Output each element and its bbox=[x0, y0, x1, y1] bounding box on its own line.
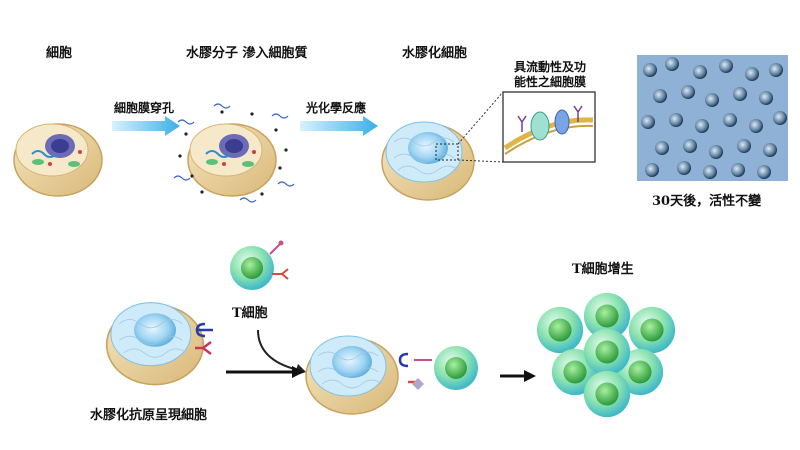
micrograph-cell bbox=[749, 119, 763, 133]
micrograph-cell bbox=[769, 63, 783, 77]
micrograph-cell bbox=[681, 85, 695, 99]
micrograph-cell bbox=[655, 141, 669, 155]
micrograph-cell bbox=[695, 119, 709, 133]
micrograph-cell bbox=[757, 165, 771, 179]
micrograph-cell bbox=[763, 143, 777, 157]
micrograph-cell bbox=[643, 63, 657, 77]
micrograph-cell bbox=[693, 65, 707, 79]
micrograph-cell bbox=[653, 89, 667, 103]
micrograph-cell bbox=[733, 87, 747, 101]
label-t-cell-proliferation: T細胞增生 bbox=[572, 262, 634, 277]
micrograph-cell bbox=[677, 161, 691, 175]
micrograph-cell bbox=[705, 93, 719, 107]
t-cell-cluster bbox=[536, 292, 676, 418]
label-functional-membrane-line2: 能性之細胞膜 bbox=[513, 75, 586, 89]
arrow-bottom-2 bbox=[500, 370, 536, 382]
micrograph-cell bbox=[737, 139, 751, 153]
t-cell-single bbox=[230, 240, 289, 290]
micrograph-cell bbox=[723, 113, 737, 127]
apc-tcell-complex bbox=[305, 335, 478, 415]
micrograph-cell bbox=[709, 145, 723, 159]
micrograph-cell bbox=[703, 165, 717, 179]
micrograph bbox=[637, 55, 788, 181]
label-stability: 30天後，活性不變 bbox=[652, 194, 762, 209]
label-cell: 細胞 bbox=[46, 46, 73, 61]
micrograph-cell bbox=[665, 57, 679, 71]
curved-arrow bbox=[257, 329, 306, 376]
micrograph-cell bbox=[669, 113, 683, 127]
cell-1 bbox=[13, 123, 103, 197]
label-hydrogel-infusion: 水膠分子 滲入細胞質 bbox=[186, 46, 308, 61]
micrograph-cell bbox=[641, 115, 655, 129]
label-t-cell: T細胞 bbox=[232, 306, 268, 321]
micrograph-cell bbox=[731, 163, 745, 177]
arrow-perforation bbox=[112, 116, 180, 136]
arrow-photochemical bbox=[300, 116, 378, 136]
label-apc: 水膠化抗原呈現細胞 bbox=[90, 408, 208, 423]
micrograph-cell bbox=[719, 59, 733, 73]
label-membrane-perforation: 細胞膜穿孔 bbox=[114, 101, 175, 115]
label-functional-membrane-line1: 具流動性及功 bbox=[513, 60, 586, 74]
cell-3-hydrogel bbox=[381, 121, 475, 201]
label-functional-membrane: 具流動性及功 能性之細胞膜 bbox=[504, 60, 596, 90]
label-hydrogel-cell: 水膠化細胞 bbox=[402, 46, 468, 61]
arrow-bottom-1 bbox=[226, 366, 304, 378]
apc-cell bbox=[105, 301, 213, 386]
membrane-inset bbox=[457, 91, 596, 163]
micrograph-cell bbox=[745, 67, 759, 81]
micrograph-cell bbox=[773, 111, 787, 125]
micrograph-cell bbox=[683, 139, 697, 153]
micrograph-cell bbox=[645, 163, 659, 177]
label-photochemical-reaction: 光化學反應 bbox=[306, 101, 367, 115]
cell-2-infused bbox=[173, 103, 295, 203]
micrograph-cell bbox=[759, 91, 773, 105]
